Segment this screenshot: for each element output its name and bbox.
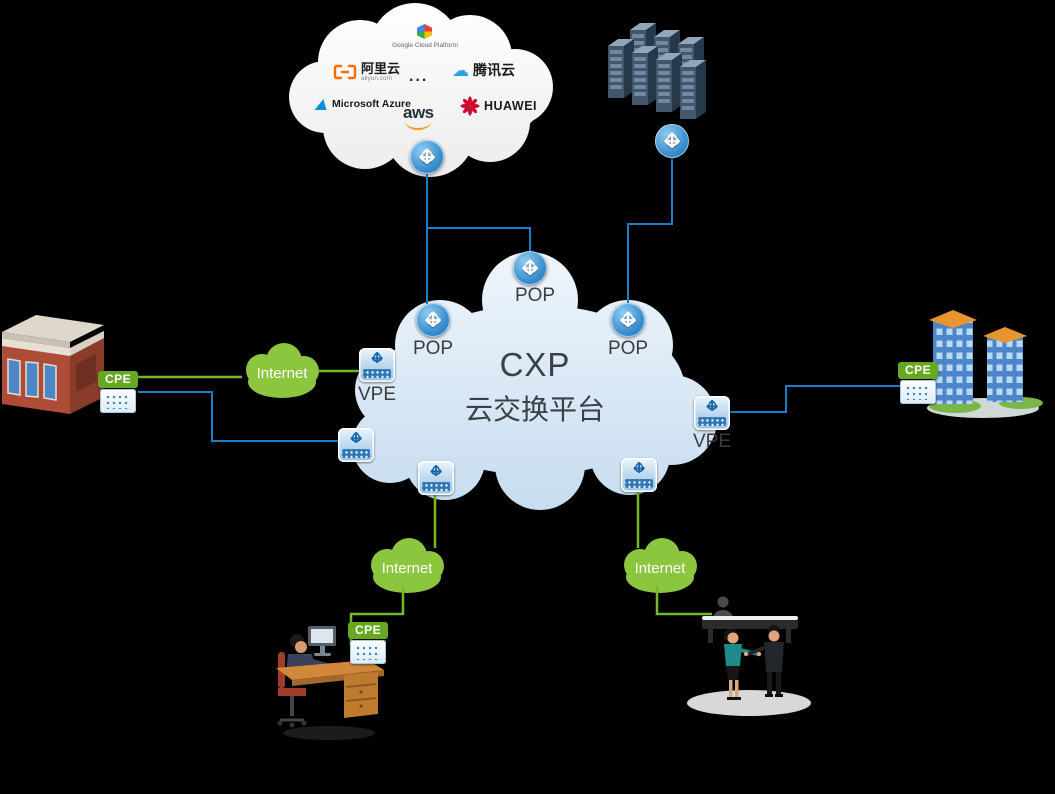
cpe-device-left-icon [100, 389, 136, 413]
vpe-switch-left-icon [359, 345, 395, 382]
vpe-switch-right-icon [694, 393, 730, 430]
huawei-icon [460, 96, 480, 116]
edge-switch-left-lower-icon [338, 425, 374, 462]
azure-label: Microsoft Azure [332, 98, 411, 110]
tencent-cloud-label: 腾讯云 [473, 62, 515, 78]
cpe-device-desk-icon [350, 640, 386, 664]
aws-label: aws [403, 103, 434, 122]
business-people-scene [687, 596, 811, 716]
internet-label-bottom-left: Internet [381, 560, 433, 577]
cxp-title-line1: CXP [499, 346, 571, 383]
vpe-label-left: VPE [357, 384, 397, 405]
aliyun-logo: 阿里云 aliyun.com [333, 62, 400, 82]
azure-icon [314, 98, 330, 110]
provider-cloud-shape [289, 3, 553, 177]
huawei-label: HUAWEI [484, 99, 537, 113]
cxp-title-line2: 云交换平台 [464, 394, 605, 425]
office-towers-right [927, 310, 1043, 418]
pop-label-top: POP [514, 285, 556, 306]
pop-router-top-icon [513, 251, 547, 285]
switch-ports [625, 479, 653, 488]
cpe-badge-left: CPE [98, 371, 139, 388]
pop-label-right: POP [607, 338, 649, 359]
tencent-cloud-logo: 腾讯云 [452, 62, 515, 79]
aliyun-label: 阿里云 [361, 61, 401, 76]
aliyun-icon [333, 64, 357, 80]
internet-label-left: Internet [256, 365, 308, 382]
internet-cloud-bottom-left [371, 538, 444, 593]
switch-ports [363, 369, 391, 378]
more-providers-ellipsis: ... [409, 68, 429, 85]
edge-switch-bottom-right-icon [621, 455, 657, 492]
office-building-left [2, 315, 104, 414]
azure-logo: Microsoft Azure [314, 98, 411, 110]
aliyun-domain: aliyun.com [361, 75, 393, 82]
datacenter-router-icon [655, 124, 689, 158]
switch-ports [422, 482, 450, 491]
datacenter-racks [608, 23, 706, 119]
vpe-label-right: VPE [692, 431, 732, 452]
edge-switch-bottom-left-icon [418, 458, 454, 495]
cpe-badge-right: CPE [898, 362, 939, 379]
cpe-badge-desk: CPE [348, 622, 389, 639]
internet-label-bottom-right: Internet [634, 560, 686, 577]
tencent-cloud-icon [452, 62, 469, 79]
provider-cloud-router-icon [410, 140, 444, 174]
provider-logos: Google Cloud Platform 阿里云 aliyun.com 腾讯云… [285, 0, 570, 180]
cxp-title: CXP 云交换平台 [400, 346, 670, 428]
pop-label-left: POP [412, 338, 454, 359]
cpe-device-right-icon [900, 380, 936, 404]
aws-smile-icon [405, 120, 432, 130]
aws-logo: aws [403, 103, 434, 130]
switch-ports [698, 417, 726, 426]
google-cloud-label: Google Cloud Platform [392, 42, 458, 49]
pop-router-left-icon [416, 303, 450, 337]
internet-cloud-left [246, 343, 319, 398]
huawei-logo: HUAWEI [460, 96, 537, 116]
switch-ports [342, 449, 370, 458]
google-cloud-icon [417, 24, 432, 39]
internet-cloud-bottom-right [624, 538, 697, 593]
pop-router-right-icon [611, 303, 645, 337]
desk-worker-scene [276, 626, 384, 740]
